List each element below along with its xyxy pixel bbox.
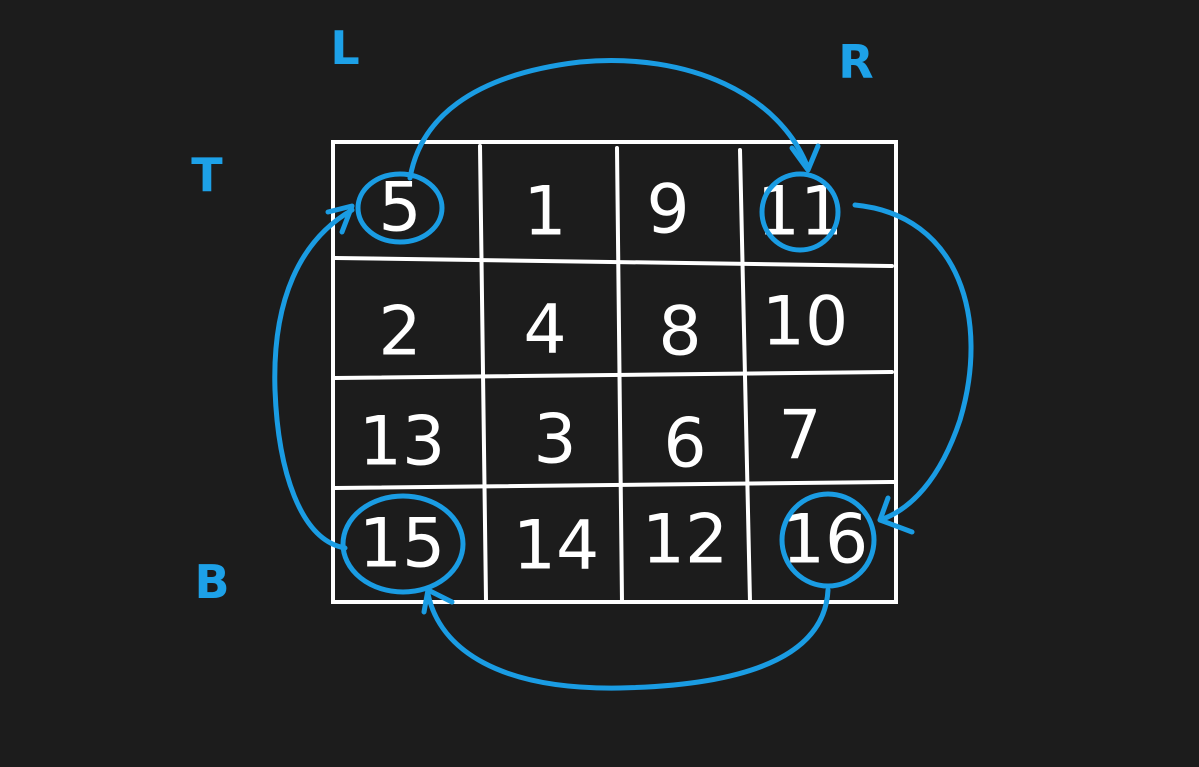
corner-highlights	[340, 171, 877, 595]
grid-row-line-1	[333, 256, 894, 268]
cell-r1-c4: 11	[757, 173, 844, 252]
cell-r3-c2: 3	[533, 401, 576, 480]
label-left: L	[330, 21, 359, 75]
cell-r2-c2: 4	[523, 291, 566, 370]
circle-top-left	[355, 171, 445, 245]
arrowhead-top-right	[789, 143, 821, 173]
arrow-bottom-left-to-top-left	[272, 207, 355, 551]
grid-row-line-2	[333, 370, 894, 380]
arrow-bottom-right-to-bottom-left	[425, 587, 831, 691]
cell-r1-c2: 1	[523, 173, 566, 252]
arrowhead-bottom-right	[877, 495, 915, 535]
cell-r1-c1: 5	[378, 169, 421, 248]
cell-r2-c1: 2	[378, 293, 421, 372]
cell-r3-c4: 7	[778, 397, 821, 476]
cell-r2-c4: 10	[762, 283, 849, 362]
cell-r2-c3: 8	[658, 293, 701, 372]
arrow-top-left-to-top-right	[407, 58, 811, 181]
matrix-grid	[331, 140, 898, 604]
cell-r4-c3: 12	[642, 501, 729, 580]
circle-bottom-left	[340, 493, 466, 595]
arrow-top-right-to-bottom-right	[852, 202, 974, 523]
label-top: T	[191, 148, 223, 202]
grid-border	[331, 140, 898, 604]
matrix-row-2: 2 4 8 10	[378, 283, 848, 372]
grid-row-line-3	[333, 480, 896, 490]
matrix-row-3: 13 3 6 7	[359, 397, 822, 484]
rotation-arrows	[272, 58, 974, 691]
cell-r4-c4: 16	[782, 501, 869, 580]
cell-r4-c1: 15	[359, 505, 446, 584]
arrowhead-top-left	[325, 203, 355, 235]
label-bottom: B	[194, 555, 229, 609]
cell-r4-c2: 14	[513, 507, 600, 586]
circle-bottom-right	[779, 491, 877, 589]
grid-col-line-1	[478, 144, 488, 602]
cell-r3-c1: 13	[359, 403, 446, 482]
circle-top-right	[759, 171, 841, 253]
cell-r1-c3: 9	[646, 171, 689, 250]
cell-r3-c3: 6	[663, 405, 706, 484]
grid-col-line-3	[738, 148, 752, 604]
label-right: R	[838, 35, 873, 89]
matrix-row-4: 15 14 12 16	[359, 501, 869, 586]
arrowhead-bottom-left	[421, 587, 455, 615]
